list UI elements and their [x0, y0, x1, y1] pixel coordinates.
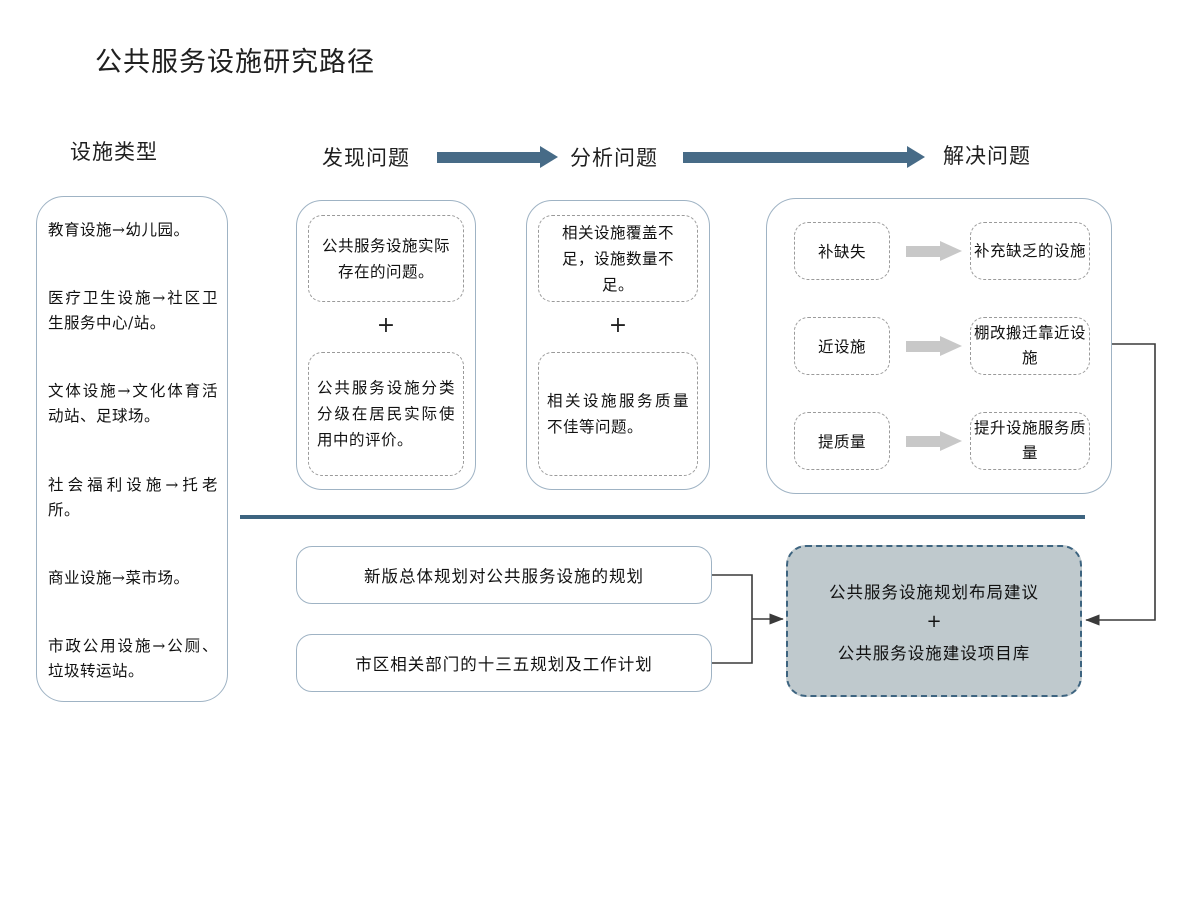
solve-arrow-2-icon [906, 336, 962, 356]
page-title: 公共服务设施研究路径 [95, 47, 375, 78]
find-problem-item-1: 公共服务设施实际存在的问题。 [308, 215, 464, 302]
find-problem-item-2: 公共服务设施分类分级在居民实际使用中的评价。 [308, 352, 464, 476]
list-item: 教育设施→幼儿园。 [48, 221, 190, 239]
result-line-2: 公共服务设施建设项目库 [837, 643, 1031, 663]
analyze-problem-item-2-label: 相关设施服务质量不佳等问题。 [547, 392, 689, 436]
result-box: 公共服务设施规划布局建议 + 公共服务设施建设项目库 [786, 545, 1082, 697]
analyze-problem-plus-connector: + [608, 313, 628, 338]
list-item: 医疗卫生设施→社区卫生服务中心/站。 [48, 289, 218, 333]
analyze-problem-item-2: 相关设施服务质量不佳等问题。 [538, 352, 698, 476]
column-header-analyze-problem: 分析问题 [570, 146, 658, 170]
find-problem-item-2-label: 公共服务设施分类分级在居民实际使用中的评价。 [317, 379, 455, 449]
flow-arrow-find-to-analyze-icon [437, 146, 558, 168]
list-item: 市政公用设施→公厕、垃圾转运站。 [48, 636, 218, 680]
plan-input-box-2: 市区相关部门的十三五规划及工作计划 [296, 634, 712, 692]
solve-cause-3: 提质量 [794, 412, 890, 470]
solve-action-1: 补充缺乏的设施 [970, 222, 1090, 280]
facility-type-panel [36, 196, 228, 702]
solve-action-3: 提升设施服务质量 [970, 412, 1090, 470]
list-item: 商业设施→菜市场。 [48, 568, 190, 587]
solve-arrow-1-icon [906, 241, 962, 261]
find-problem-plus-connector: + [376, 313, 396, 338]
column-header-find-problem: 发现问题 [322, 146, 410, 170]
facility-type-list: 教育设施→幼儿园。 医疗卫生设施→社区卫生服务中心/站。 文体设施→文化体育活动… [36, 196, 228, 702]
solve-action-2: 棚改搬迁靠近设施 [970, 317, 1090, 375]
plan-input-box-1: 新版总体规划对公共服务设施的规划 [296, 546, 712, 604]
result-plus-connector: + [926, 610, 942, 632]
solve-cause-1: 补缺失 [794, 222, 890, 280]
list-item: 文体设施→文化体育活动站、足球场。 [48, 382, 218, 426]
column-header-solve-problem: 解决问题 [943, 144, 1031, 168]
list-item: 社会福利设施→托老所。 [48, 475, 218, 519]
solve-arrow-3-icon [906, 431, 962, 451]
analyze-problem-item-1: 相关设施覆盖不足，设施数量不足。 [538, 215, 698, 302]
solve-cause-2: 近设施 [794, 317, 890, 375]
analyze-problem-item-1-label: 相关设施覆盖不足，设施数量不足。 [561, 223, 674, 294]
result-line-1: 公共服务设施规划布局建议 [829, 582, 1039, 602]
section-divider [240, 515, 1085, 519]
column-header-facility-type: 设施类型 [70, 140, 158, 164]
flow-arrow-analyze-to-solve-icon [683, 146, 925, 168]
find-problem-item-1-label: 公共服务设施实际存在的问题。 [321, 236, 450, 281]
